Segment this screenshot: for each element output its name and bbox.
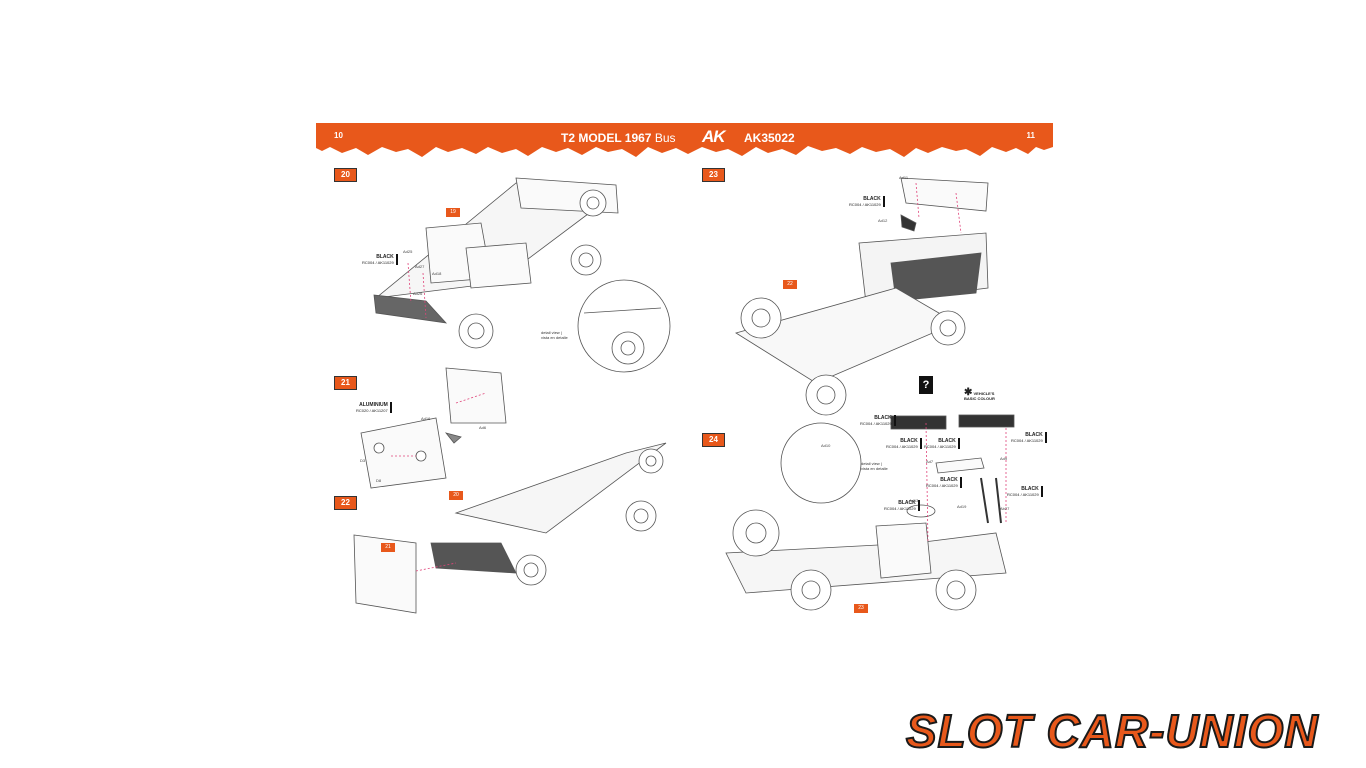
part-label-d8: D8 xyxy=(376,478,382,483)
detail-line-1: detail view | xyxy=(861,461,882,466)
kit-code: AK35022 xyxy=(744,131,795,145)
part-label-ad13: Ad13 xyxy=(909,498,919,503)
page-number-left: 10 xyxy=(334,131,343,140)
part-label-ad25: Ad25 xyxy=(403,249,413,254)
paint-codes: RC004 / AK11029 xyxy=(886,444,918,449)
paint-name: BLACK xyxy=(938,438,956,444)
paint-name: ALUMINIUM xyxy=(359,402,388,408)
paint-name: BLACK xyxy=(900,438,918,444)
step-23-drawing xyxy=(735,177,989,416)
banner-background xyxy=(316,123,1053,157)
watermark-logo: SLOT CAR-UNION xyxy=(896,700,1366,760)
ref-badge-19: 19 xyxy=(446,208,460,217)
paint-codes: RC004 / AK11029 xyxy=(884,506,916,511)
paint-codes: RC020 / AK11207 xyxy=(356,408,388,413)
ak-brand-logo: AK xyxy=(702,127,726,146)
assembly-drawings xyxy=(353,177,1015,614)
step-24-drawing xyxy=(725,414,1015,611)
step-badge-21: 21 xyxy=(334,376,357,390)
paint-name: BLACK xyxy=(898,500,916,506)
page-number-right: 11 xyxy=(1026,131,1035,140)
part-label-ad11: Ad11 xyxy=(899,175,909,180)
step-20-drawing xyxy=(373,177,671,373)
detail-line-2: vista en detalle xyxy=(541,335,568,340)
paint-name: BLACK xyxy=(940,477,958,483)
part-label-ad16: Ad16 xyxy=(421,416,431,421)
title-variant: Bus xyxy=(654,131,676,145)
ref-badge-22: 22 xyxy=(783,280,797,289)
part-label-ad12: Ad12 xyxy=(878,218,888,223)
step-badge-24: 24 xyxy=(702,433,725,447)
part-label-d3: D3 xyxy=(360,458,366,463)
step-22-drawing xyxy=(353,442,667,614)
part-label-ad9: Ad9 xyxy=(1000,456,1008,461)
step-badge-22: 22 xyxy=(334,496,357,510)
part-label-ad7: Ad7 xyxy=(926,459,934,464)
detail-view-caption: detail view |vista en detalle xyxy=(541,330,568,340)
step-badge-23: 23 xyxy=(702,168,725,182)
logo-text: SLOT CAR-UNION xyxy=(905,704,1319,758)
star-icon: ✱ xyxy=(964,387,973,398)
part-label-ad26: Ad26 xyxy=(413,291,423,296)
detail-view-caption: detail view |vista en detalle xyxy=(861,461,888,471)
part-label-ad27: Ad27 xyxy=(415,264,425,269)
paint-codes: RC004 / AK11029 xyxy=(860,421,892,426)
step-badge-20: 20 xyxy=(334,168,357,182)
ref-badge-21: 21 xyxy=(381,543,395,552)
step-21-drawing xyxy=(360,367,507,489)
basic-colour-label: ✱ VEHICLE'S BASIC COLOUR xyxy=(964,387,1004,402)
question-mark-icon: ? xyxy=(919,376,933,394)
paint-codes: RC004 / AK11029 xyxy=(362,260,394,265)
detail-line-1: detail view | xyxy=(541,330,562,335)
paint-codes: RC004 / AK11029 xyxy=(1007,492,1039,497)
paint-name: BLACK xyxy=(376,254,394,260)
instruction-spread: 10 T2 MODEL 1967 Bus AK AK35022 11 xyxy=(316,123,1053,630)
paint-codes: RC004 / AK11029 xyxy=(924,444,956,449)
paint-name: BLACK xyxy=(863,196,881,202)
header-banner: 10 T2 MODEL 1967 Bus AK AK35022 11 xyxy=(316,123,1053,163)
paint-name: BLACK xyxy=(1025,432,1043,438)
paint-name: BLACK xyxy=(874,415,892,421)
paint-codes: RC004 / AK11029 xyxy=(1011,438,1043,443)
paint-name: BLACK xyxy=(1021,486,1039,492)
page-title: T2 MODEL 1967 Bus xyxy=(561,131,676,145)
basic-colour-text: VEHICLE'S BASIC COLOUR xyxy=(964,391,995,401)
part-label-ad18: Ad18 xyxy=(432,271,442,276)
part-label-ad6: Ad6 xyxy=(479,425,487,430)
part-label-ad10: Ad10 xyxy=(821,443,831,448)
title-model: T2 MODEL 1967 xyxy=(561,131,652,145)
detail-line-2: vista en detalle xyxy=(861,466,888,471)
ref-badge-23: 23 xyxy=(854,604,868,613)
ref-badge-20: 20 xyxy=(449,491,463,500)
paint-codes: RC004 / AK11029 xyxy=(926,483,958,488)
paint-codes: RC004 / AK11029 xyxy=(849,202,881,207)
part-label-ab27: Ab27 xyxy=(1000,506,1010,511)
part-label-ad19: Ad19 xyxy=(957,504,967,509)
